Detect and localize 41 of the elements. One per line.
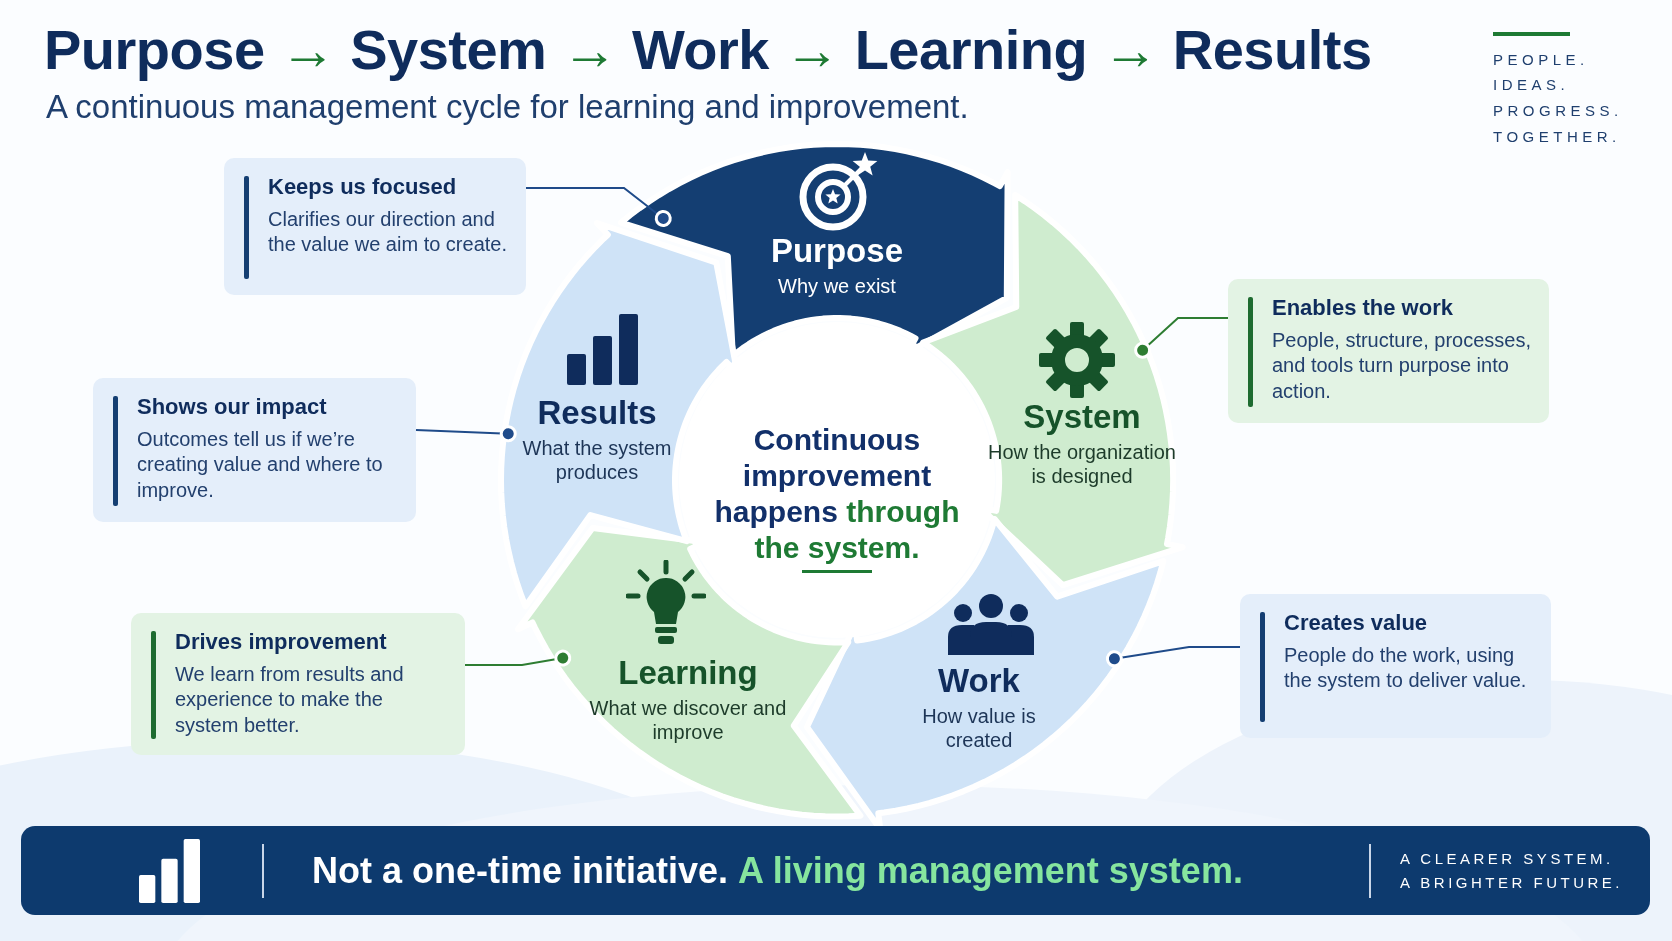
center-statement: Continuous improvement happens through the system. <box>713 422 961 566</box>
segment-title: System <box>1022 398 1142 436</box>
banner-tagline: A BRIGHTER FUTURE. <box>1400 874 1623 892</box>
callout-card <box>131 613 465 755</box>
leader-line <box>1105 646 1241 668</box>
subtitle: A continuous management cycle for learning and improvement. <box>46 88 969 126</box>
callout-heading: Drives improvement <box>175 628 388 656</box>
leader-line <box>464 649 572 667</box>
callout-heading: Keeps us focused <box>268 173 458 201</box>
banner-tagline: A CLEARER SYSTEM. <box>1400 850 1614 868</box>
tagline-text: PEOPLE. <box>1493 51 1589 69</box>
segment-title: Work <box>937 662 1021 700</box>
leader-line <box>415 425 517 443</box>
tagline-text: TOGETHER. <box>1493 128 1621 146</box>
tagline-text: PROGRESS. <box>1493 102 1623 120</box>
callout-heading: Creates value <box>1284 609 1429 637</box>
segment-subtitle: What the system produces <box>521 435 673 484</box>
segment-title: Purpose <box>769 232 904 270</box>
banner-slogan: Not a one-time initiative. A living management system. <box>312 849 1243 893</box>
callout-heading: Enables the work <box>1272 294 1454 322</box>
segment-subtitle: How the organization is designed <box>987 439 1177 488</box>
callout-text: We learn from results and experience to make the system better. <box>175 661 405 738</box>
callout-text: Outcomes tell us if we’re creating value and where to improve. <box>137 426 384 503</box>
title: Purpose → System → Work → Learning → Results <box>44 17 1372 83</box>
leader-line <box>1134 317 1229 359</box>
callout-text: People do the work, using the system to deliver value. <box>1284 642 1528 694</box>
leader-line <box>525 187 672 227</box>
callout-text: People, structure, processes, and tools turn purpose into action. <box>1272 327 1532 404</box>
segment-subtitle: How value is created <box>921 703 1037 752</box>
callout-card <box>1240 594 1551 738</box>
banner <box>21 826 1650 915</box>
segment-title: Learning <box>617 654 759 692</box>
callout-card <box>224 158 526 295</box>
segment-subtitle: What we discover and improve <box>588 695 788 744</box>
segment-subtitle: Why we exist <box>777 273 897 298</box>
callout-text: Clarifies our direction and the value we aim to create. <box>268 206 508 258</box>
tagline-text: IDEAS. <box>1493 76 1570 94</box>
callout-card <box>1228 279 1549 423</box>
callout-heading: Shows our impact <box>137 393 328 421</box>
callout-card <box>93 378 416 522</box>
segment-title: Results <box>536 394 658 432</box>
